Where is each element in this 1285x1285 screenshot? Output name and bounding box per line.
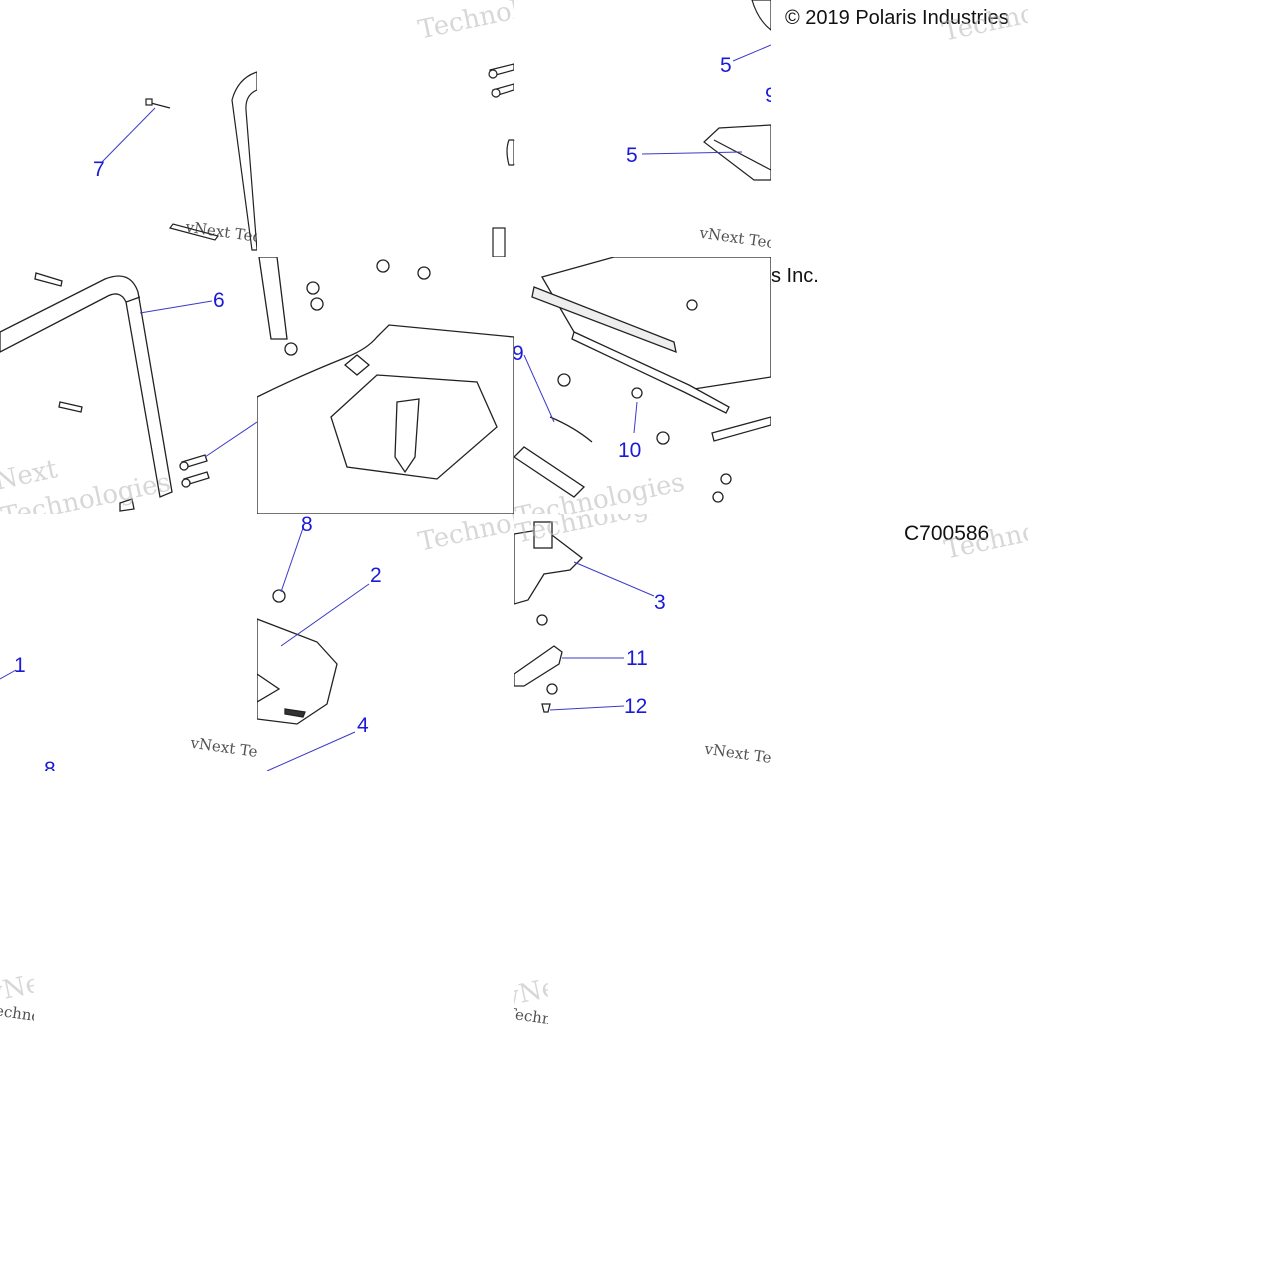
diagram-tile-r2c4: s Inc. <box>771 257 1028 514</box>
diagram-tile-r1c4: © 2019 Polaris Industries Technologies <box>771 0 1028 257</box>
seat-slider-drawing <box>514 0 771 181</box>
callout-5: 5 <box>720 54 732 77</box>
mount-plate-drawing <box>257 527 370 771</box>
diagram-tile-r3c3: 3 11 12 Technologies vNext Technologies <box>514 514 771 771</box>
callout-8: 8 <box>301 514 313 536</box>
diagram-tile-r3c1: 1 8 vNext Technologies <box>0 514 257 771</box>
callout-8: 8 <box>44 758 56 771</box>
seat-base-drawing <box>257 257 514 514</box>
diagram-tile-r2c3: 9 10 Technologies <box>514 257 771 514</box>
diagram-tile-r2c1: 6 vNext Technologies <box>0 257 257 514</box>
diagram-tile-r1c1: 7 vNext Technologies <box>0 0 257 257</box>
callout-4: 4 <box>357 714 369 737</box>
lower-frame-drawing <box>0 669 17 680</box>
callout-6: 6 <box>213 289 225 312</box>
callout-9: 9 <box>765 84 771 107</box>
callout-12: 12 <box>624 695 648 718</box>
watermark-text: Technologies <box>514 1004 548 1028</box>
diagram-tile-r4c1: vNext Technologies <box>0 771 34 1028</box>
watermark-text: Technologies <box>0 1000 34 1028</box>
bolt-and-frame-drawing <box>101 71 257 251</box>
diagram-tile-r1c3: 5 5 9 vNext Technologies <box>514 0 771 257</box>
callout-11: 11 <box>626 647 648 670</box>
diagram-tile-r3c2: 8 2 4 Technologies <box>257 514 514 771</box>
seat-frame-drawing <box>0 272 257 512</box>
diagram-code: C700586 <box>904 522 990 545</box>
bolts-drawing <box>488 63 514 257</box>
copyright-notice-tail: s Inc. <box>771 265 819 287</box>
diagram-tile-r1c2: Technologies <box>257 0 514 257</box>
callout-3: 3 <box>654 591 666 614</box>
watermark-text: vNext <box>514 967 548 1013</box>
callout-1: 1 <box>14 654 26 677</box>
callout-2: 2 <box>370 564 382 587</box>
watermark-text: vNext <box>0 963 34 1009</box>
diagram-tile-r4c3: vNext Technologies <box>514 771 548 1028</box>
diagram-tile-r2c2 <box>257 257 514 514</box>
copyright-notice: © 2019 Polaris Industries <box>785 7 1009 29</box>
callout-7: 7 <box>93 158 105 181</box>
callout-9: 9 <box>514 342 524 365</box>
callout-10: 10 <box>618 439 642 462</box>
slider-rail-drawing <box>514 257 771 503</box>
callout-5: 5 <box>626 144 638 167</box>
bracket-and-bolts-drawing <box>514 521 655 713</box>
diagram-tile-r3c4: C700586 Technologies <box>771 514 1028 771</box>
